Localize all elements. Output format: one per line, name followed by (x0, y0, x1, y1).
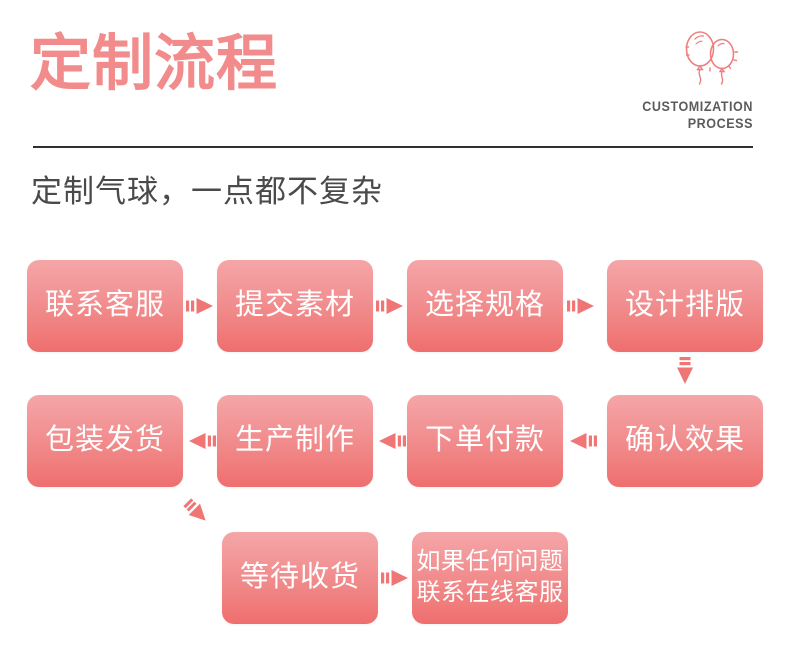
flow-step-label: 生产制作 (234, 424, 355, 457)
header-eyebrow-block: CUSTOMIZATION PROCESS (573, 22, 753, 132)
flow-step-label: 联系客服 (44, 289, 165, 322)
arrow-right-icon (376, 292, 406, 320)
arrow-left-icon (567, 427, 597, 455)
flow-step-label: 等待收货 (239, 561, 360, 594)
flow-step-label-line-1: 如果任何问题 (416, 548, 564, 576)
arrow-down-icon (671, 357, 699, 389)
header-divider (33, 146, 753, 148)
page-header: 定制流程 CUSTOMIZATION PROCESS 定制气球，一点都不复杂 (0, 0, 790, 209)
flow-step-contact-service[interactable]: 联系客服 (27, 260, 183, 352)
arrow-right-icon (186, 292, 216, 320)
flow-step-pack-ship[interactable]: 包装发货 (27, 395, 183, 487)
arrow-left-icon (186, 427, 216, 455)
flow-step-label: 选择规格 (424, 289, 545, 322)
flow-step-label-line-2: 联系在线客服 (416, 579, 564, 606)
flow-step-await-delivery[interactable]: 等待收货 (222, 532, 378, 624)
eyebrow-line-2: PROCESS (687, 116, 753, 131)
eyebrow-line-1: CUSTOMIZATION (642, 99, 753, 114)
arrow-left-icon (376, 427, 406, 455)
page-title: 定制流程 (30, 29, 279, 97)
flow-step-label: 下单付款 (424, 424, 545, 457)
balloon-icon (685, 31, 739, 85)
flow-step-design-layout[interactable]: 设计排版 (607, 260, 763, 352)
flow-step-production[interactable]: 生产制作 (217, 395, 373, 487)
flow-step-label: 设计排版 (624, 289, 745, 322)
arrow-right-icon (381, 564, 411, 592)
flow-step-label: 提交素材 (234, 289, 355, 322)
arrow-diagonal-down-right-icon (178, 493, 222, 537)
flow-step-label: 包装发货 (44, 424, 165, 457)
flow-step-submit-material[interactable]: 提交素材 (217, 260, 373, 352)
arrow-right-icon (567, 292, 597, 320)
flow-step-place-order-pay[interactable]: 下单付款 (407, 395, 563, 487)
flow-step-confirm-effect[interactable]: 确认效果 (607, 395, 763, 487)
page-subtitle: 定制气球，一点都不复杂 (31, 174, 383, 209)
flow-step-choose-spec[interactable]: 选择规格 (407, 260, 563, 352)
flow-step-contact-support[interactable]: 如果任何问题 联系在线客服 (412, 532, 568, 624)
flow-step-label: 确认效果 (624, 424, 745, 457)
